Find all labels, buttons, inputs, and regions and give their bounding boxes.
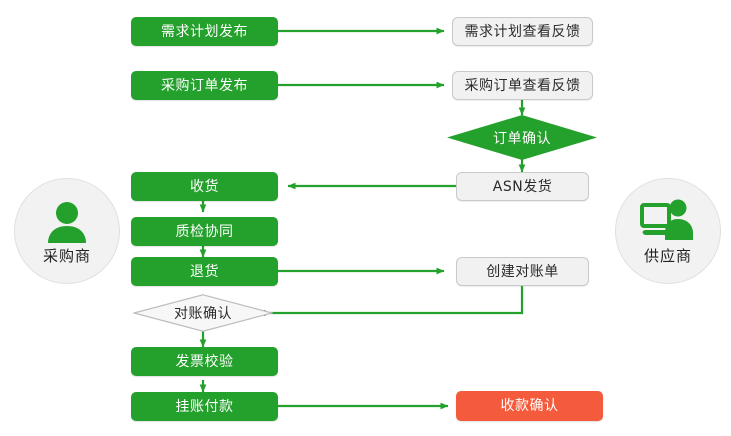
node-order-confirm-label: 订单确认 (493, 130, 551, 147)
node-asn-shipment-label: ASN发货 (492, 178, 553, 195)
node-demand-plan-publish[interactable]: 需求计划发布 (131, 17, 278, 46)
node-po-publish[interactable]: 采购订单发布 (131, 71, 278, 100)
person-icon (45, 197, 89, 243)
node-demand-plan-feedback-label: 需求计划查看反馈 (464, 23, 581, 40)
node-demand-plan-feedback[interactable]: 需求计划查看反馈 (452, 17, 593, 46)
node-statement-confirm[interactable]: 对账确认 (133, 294, 273, 332)
node-accrual-payment[interactable]: 挂账付款 (131, 392, 278, 421)
node-statement-confirm-label: 对账确认 (174, 306, 232, 322)
actor-buyer-label: 采购商 (42, 246, 91, 265)
edge-create-statement-to-statement-confirm (257, 286, 524, 317)
node-accrual-payment-label: 挂账付款 (175, 398, 234, 415)
actor-supplier-label: 供应商 (643, 246, 692, 265)
node-po-publish-label: 采购订单发布 (161, 77, 248, 94)
node-po-feedback-label: 采购订单查看反馈 (464, 77, 581, 94)
actor-buyer: 采购商 (14, 178, 120, 284)
node-asn-shipment[interactable]: ASN发货 (456, 172, 589, 201)
node-return-goods[interactable]: 退货 (131, 257, 278, 286)
person-with-monitor-icon (640, 197, 696, 243)
node-order-confirm[interactable]: 订单确认 (447, 115, 597, 160)
node-po-feedback[interactable]: 采购订单查看反馈 (452, 71, 593, 100)
node-receive-goods-label: 收货 (190, 178, 219, 195)
node-quality-collaboration[interactable]: 质检协同 (131, 217, 278, 246)
node-return-goods-label: 退货 (190, 263, 219, 280)
diamond-shape-order-confirm (447, 115, 597, 160)
node-demand-plan-publish-label: 需求计划发布 (161, 23, 248, 40)
node-quality-collaboration-label: 质检协同 (175, 223, 234, 240)
node-invoice-verify-label: 发票校验 (175, 353, 234, 370)
node-receive-goods[interactable]: 收货 (131, 172, 278, 201)
node-invoice-verify[interactable]: 发票校验 (131, 347, 278, 376)
actor-supplier: 供应商 (615, 178, 721, 284)
node-create-statement[interactable]: 创建对账单 (456, 257, 589, 286)
node-receipt-confirm-label: 收款确认 (500, 398, 559, 414)
node-receipt-confirm[interactable]: 收款确认 (456, 391, 603, 421)
node-create-statement-label: 创建对账单 (486, 263, 559, 280)
